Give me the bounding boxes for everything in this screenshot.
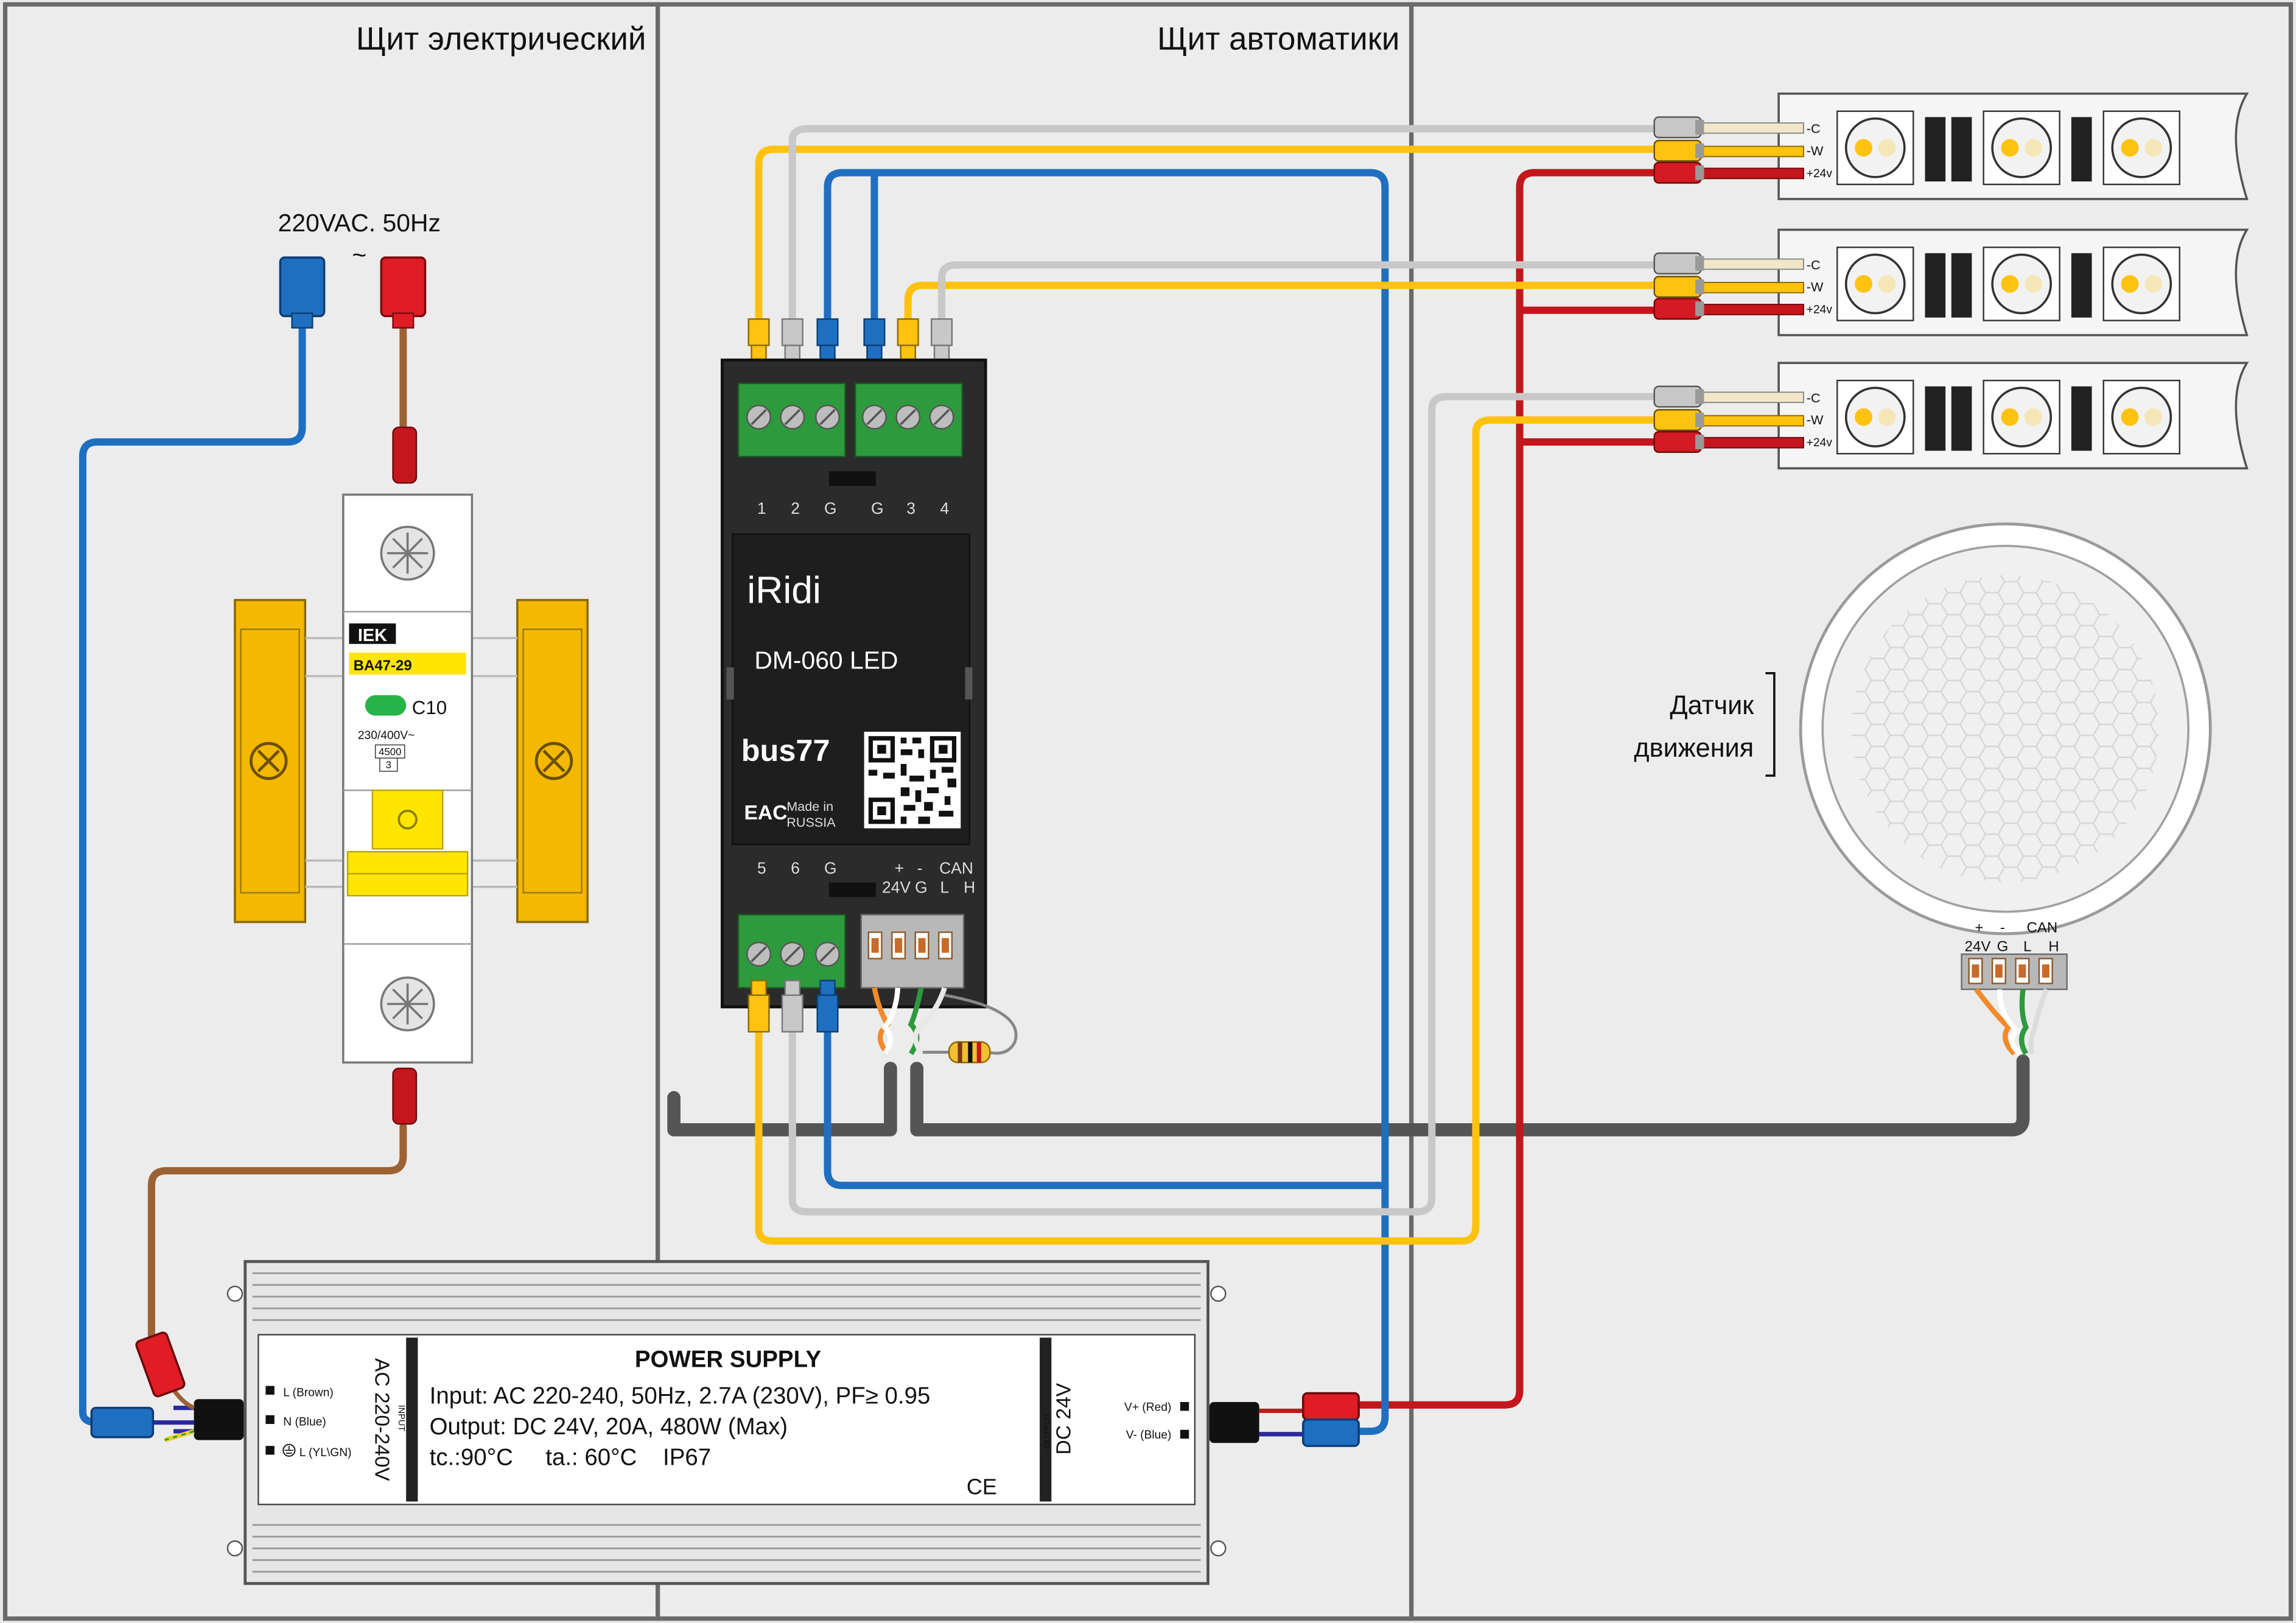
strip2-label-v: +24v — [1807, 303, 1833, 316]
qr-code — [864, 731, 961, 829]
controller-dm060: 1 2 G G 3 4 iRidi DM-060 LED bus77 EAC M… — [721, 318, 1018, 1064]
mains-plug-blue — [279, 256, 326, 318]
psu-ce-mark: CE — [967, 1474, 997, 1499]
sensor-label-h: H — [2048, 939, 2059, 955]
power-supply: POWER SUPPLY Input: AC 220-240, 50Hz, 2.… — [90, 1260, 1360, 1585]
wire-psu-vminus — [824, 169, 1389, 1435]
sensor-label-l: L — [2023, 939, 2031, 955]
eac-mark: EAC — [744, 802, 788, 824]
wire-w-ch5 — [755, 416, 1662, 1245]
can-label: CAN — [939, 859, 973, 877]
breaker-brand: IEK — [358, 626, 387, 645]
breaker-rating: C10 — [412, 697, 447, 718]
psu-dc-label: DC 24V — [1053, 1383, 1076, 1454]
wire-vminus-g-bottom — [824, 1028, 1389, 1190]
power-label-g: G — [915, 878, 928, 896]
can-label-l: L — [940, 878, 949, 896]
sensor-label-plus: + — [1975, 919, 1983, 936]
mains-plug-red — [380, 256, 427, 318]
power-label-plus: + — [895, 859, 904, 877]
led-strip-2: -C -W +24v — [1653, 228, 2249, 337]
terminal-label-5: 5 — [757, 859, 766, 877]
motion-sensor: Датчик движения + - CAN 24V G L H — [1634, 522, 2212, 1056]
sensor-label-can: CAN — [2026, 919, 2057, 936]
sensor-label-1: Датчик — [1670, 691, 1754, 720]
strip3-label-w: -W — [1807, 412, 1824, 427]
wire-w-ch1 — [755, 145, 1662, 323]
mains-input: 220VAC. 50Hz ~ — [278, 209, 441, 329]
psu-output-spec: Output: DC 24V, 20A, 480W (Max) — [430, 1414, 788, 1440]
terminal-label-g3: G — [824, 859, 837, 877]
strip2-label-c: -C — [1807, 257, 1821, 272]
panel-title-automation: Щит автоматики — [1157, 21, 1399, 57]
can-cable-sensor — [910, 1054, 2030, 1137]
strip2-label-w: -W — [1807, 279, 1824, 294]
mains-tilde: ~ — [352, 241, 366, 269]
mains-label: 220VAC. 50Hz — [278, 209, 441, 237]
psu-input-small: INPUT — [396, 1405, 406, 1431]
can-label-h: H — [964, 878, 975, 896]
sensor-label-g: G — [1997, 939, 2009, 955]
breaker-model: BA47-29 — [354, 657, 412, 674]
breaker-capacity: 4500 — [379, 746, 401, 757]
sensor-label-minus: - — [2000, 919, 2005, 936]
can-cable — [667, 1062, 897, 1137]
psu-in-l: L (Brown) — [283, 1386, 334, 1399]
psu-in-e: L (YL\GN) — [299, 1446, 352, 1459]
made-in-line-1: Made in — [786, 799, 833, 814]
strip1-label-c: -C — [1807, 121, 1821, 136]
breaker-toggle[interactable] — [371, 789, 444, 850]
wire-mains-neutral — [79, 321, 306, 1426]
controller-brand: iRidi — [747, 569, 821, 611]
strip3-label-v: +24v — [1807, 436, 1833, 449]
wire-w-ch3 — [904, 281, 1662, 323]
terminal-label-g2: G — [871, 499, 884, 517]
psu-temps: tc.:90°C ta.: 60°C IP67 — [430, 1444, 712, 1470]
top-terminal-labels: 1 2 G G 3 4 — [757, 499, 949, 517]
led-strip-3: -C -W +24v — [1653, 362, 2249, 470]
wires — [79, 125, 2030, 1435]
wire-c-ch2 — [788, 125, 1662, 323]
wire-c-ch4 — [938, 261, 1662, 323]
terminal-label-2: 2 — [791, 499, 800, 517]
power-label-24v: 24V — [882, 878, 911, 896]
terminating-resistor — [922, 994, 1018, 1064]
made-in-line-2: RUSSIA — [786, 815, 836, 830]
psu-output-small: OUTPUT — [1043, 1413, 1052, 1449]
psu-input-spec: Input: AC 220-240, 50Hz, 2.7A (230V), PF… — [430, 1383, 931, 1409]
terminal-label-1: 1 — [757, 499, 766, 517]
psu-in-n: N (Blue) — [283, 1415, 326, 1428]
terminal-label-g1: G — [824, 499, 837, 517]
sensor-label-24v: 24V — [1965, 939, 1991, 955]
terminal-label-6: 6 — [791, 859, 800, 877]
power-label-minus: - — [917, 859, 923, 877]
wire-psu-vplus — [1331, 169, 1662, 1409]
circuit-breaker: IEK BA47-29 C10 230/400V~ 4500 3 — [234, 426, 589, 1125]
controller-model: DM-060 LED — [754, 647, 898, 675]
psu-title: POWER SUPPLY — [635, 1346, 822, 1372]
led-strips: -C -W +24v -C -W +24v — [1653, 93, 2249, 470]
strip3-label-c: -C — [1807, 390, 1821, 405]
sensor-label-2: движения — [1634, 734, 1754, 763]
psu-ac-label: AC 220-240V — [371, 1358, 393, 1482]
wire-c-ch6 — [788, 393, 1662, 1216]
panel-title-electrical: Щит электрический — [356, 21, 646, 57]
psu-out-vminus: V- (Blue) — [1126, 1429, 1172, 1442]
wire-breaker-to-psu — [147, 1123, 407, 1347]
terminal-label-3: 3 — [906, 499, 915, 517]
strip1-label-v: +24v — [1807, 167, 1833, 180]
bus77-logo: bus77 — [741, 733, 830, 768]
strip1-label-w: -W — [1807, 143, 1824, 158]
terminal-label-4: 4 — [940, 499, 949, 517]
psu-out-vplus: V+ (Red) — [1124, 1401, 1171, 1414]
breaker-voltage: 230/400V~ — [358, 729, 415, 742]
can-twisted-pair — [872, 987, 947, 1056]
breaker-class: 3 — [386, 759, 391, 771]
earth-icon — [282, 1443, 296, 1457]
led-strip-1: -C -W +24v — [1653, 93, 2249, 200]
